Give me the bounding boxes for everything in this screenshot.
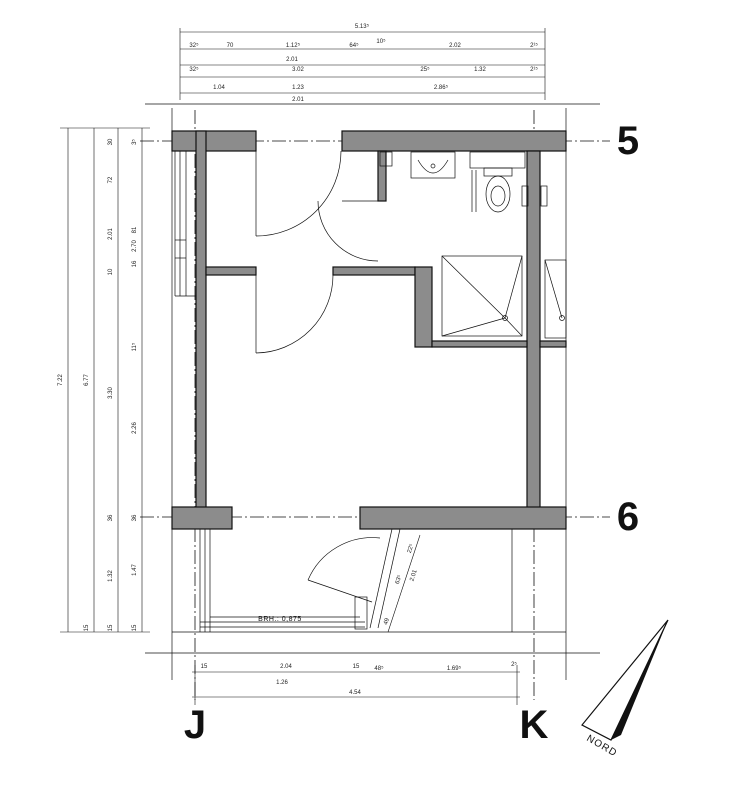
dim-left-c1: 7.22: [58, 374, 64, 386]
dim-top-r2-4: 64⁵: [349, 42, 359, 49]
dim-top-r4-2: 3.02: [292, 67, 304, 73]
dim-top-total: 5.13⁵: [355, 23, 370, 30]
dim-left-c4-3: 16: [132, 260, 138, 267]
bottom-dimensions: 15 2.04 15 48⁵ 1.69⁵ 2⁵ 1.26 4.54: [201, 661, 518, 696]
dim-top-r2-5: 10⁵: [376, 38, 386, 45]
dim-bottom-r1-1: 15: [201, 664, 208, 670]
dim-left-c3-1: 30: [108, 138, 114, 145]
bottom-dimension-lines: [192, 665, 520, 705]
dim-top-r4-4: 1.32: [474, 67, 486, 73]
balcony: [199, 528, 513, 632]
top-dimensions: 5.13⁵ 32⁵ 70 1.12⁵ 64⁵ 10⁵ 2.02 2¹⁵ 2.01…: [189, 23, 538, 103]
left-dimension-lines: [60, 127, 150, 633]
dim-left-c3-6: 36: [108, 514, 114, 521]
dim-bottom-r1-5: 1.69⁵: [447, 665, 462, 672]
dim-left-c4-5: 11⁵: [131, 342, 138, 351]
grid-labels: 5 6 J K: [184, 119, 639, 747]
top-dimension-lines: [179, 28, 546, 100]
dim-left-c3-3: 2.01: [108, 228, 114, 240]
north-arrow-icon: NORD: [581, 619, 669, 759]
dim-top-r3: 2.01: [286, 57, 298, 63]
dim-bottom-r2-2: 4.54: [349, 690, 361, 696]
dim-balcony-1: 22⁵: [406, 543, 416, 554]
dim-top-r2-7: 2¹⁵: [530, 42, 538, 49]
grid-label-j: J: [184, 703, 206, 747]
dim-top-r4-3: 25⁵: [420, 66, 430, 73]
dim-top-r2-6: 2.02: [449, 43, 461, 49]
doors: [255, 150, 381, 603]
left-neighbour: [174, 151, 196, 297]
dim-left-c4-1: 3⁵: [131, 139, 138, 145]
dim-top-r5-1: 1.04: [213, 85, 225, 91]
balcony-dimension-line: [387, 534, 421, 633]
dim-left-c4-6: 2.26: [132, 422, 138, 434]
dim-bottom-r1-3: 15: [353, 664, 360, 670]
dim-bottom-r2-1: 1.26: [276, 680, 288, 686]
dim-bottom-r1-4: 48⁵: [374, 665, 384, 672]
dim-balcony-3: 2.01: [409, 569, 419, 583]
dim-top-r5-3: 2.86⁵: [434, 84, 449, 91]
left-dimensions: 7.22 6.77 15 30 72 2.01 10 3.30 36 1.32 …: [58, 138, 138, 631]
grid-label-5: 5: [617, 119, 639, 163]
dim-left-c2-1: 6.77: [84, 374, 90, 386]
dim-left-c3-2: 72: [108, 176, 114, 183]
balcony-dimensions: 22⁵ 63⁵ 2.01 49: [383, 543, 419, 626]
dim-left-c3-5: 3.30: [108, 387, 114, 399]
bathroom-fixtures: [379, 151, 567, 339]
dim-balcony-4: 49: [383, 617, 391, 626]
dim-bottom-r1-2: 2.04: [280, 664, 292, 670]
dim-left-c3-8: 15: [108, 624, 114, 631]
walls: [171, 130, 567, 530]
window-sill-note: BRH.: 0,875: [258, 616, 302, 623]
grid-label-6: 6: [617, 495, 639, 539]
dim-top-r2-2: 70: [227, 43, 234, 49]
dim-left-c2-2: 15: [84, 624, 90, 631]
dim-bottom-r1-6: 2⁵: [511, 661, 517, 668]
dim-top-r4-1: 32⁵: [189, 66, 199, 73]
dim-top-r2-1: 32⁵: [189, 42, 199, 49]
dim-top-r2-3: 1.12⁵: [286, 42, 301, 49]
dim-left-c3-7: 1.32: [108, 570, 114, 582]
dim-left-c4-4: 2.70: [132, 240, 138, 252]
dim-balcony-2: 63⁵: [394, 574, 404, 585]
dim-left-c4-8: 1.47: [132, 564, 138, 576]
dim-left-c3-4: 10: [108, 268, 114, 275]
dim-top-r5-2: 1.23: [292, 85, 304, 91]
dim-left-c4-2: 81: [132, 226, 138, 233]
grid-label-k: K: [520, 703, 549, 747]
dim-left-c4-7: 36: [132, 514, 138, 521]
dim-top-r6: 2.01: [292, 97, 304, 103]
frame-lines: [145, 103, 600, 680]
dim-top-r4-5: 2¹⁵: [530, 66, 538, 73]
dim-left-c4-9: 15: [132, 624, 138, 631]
